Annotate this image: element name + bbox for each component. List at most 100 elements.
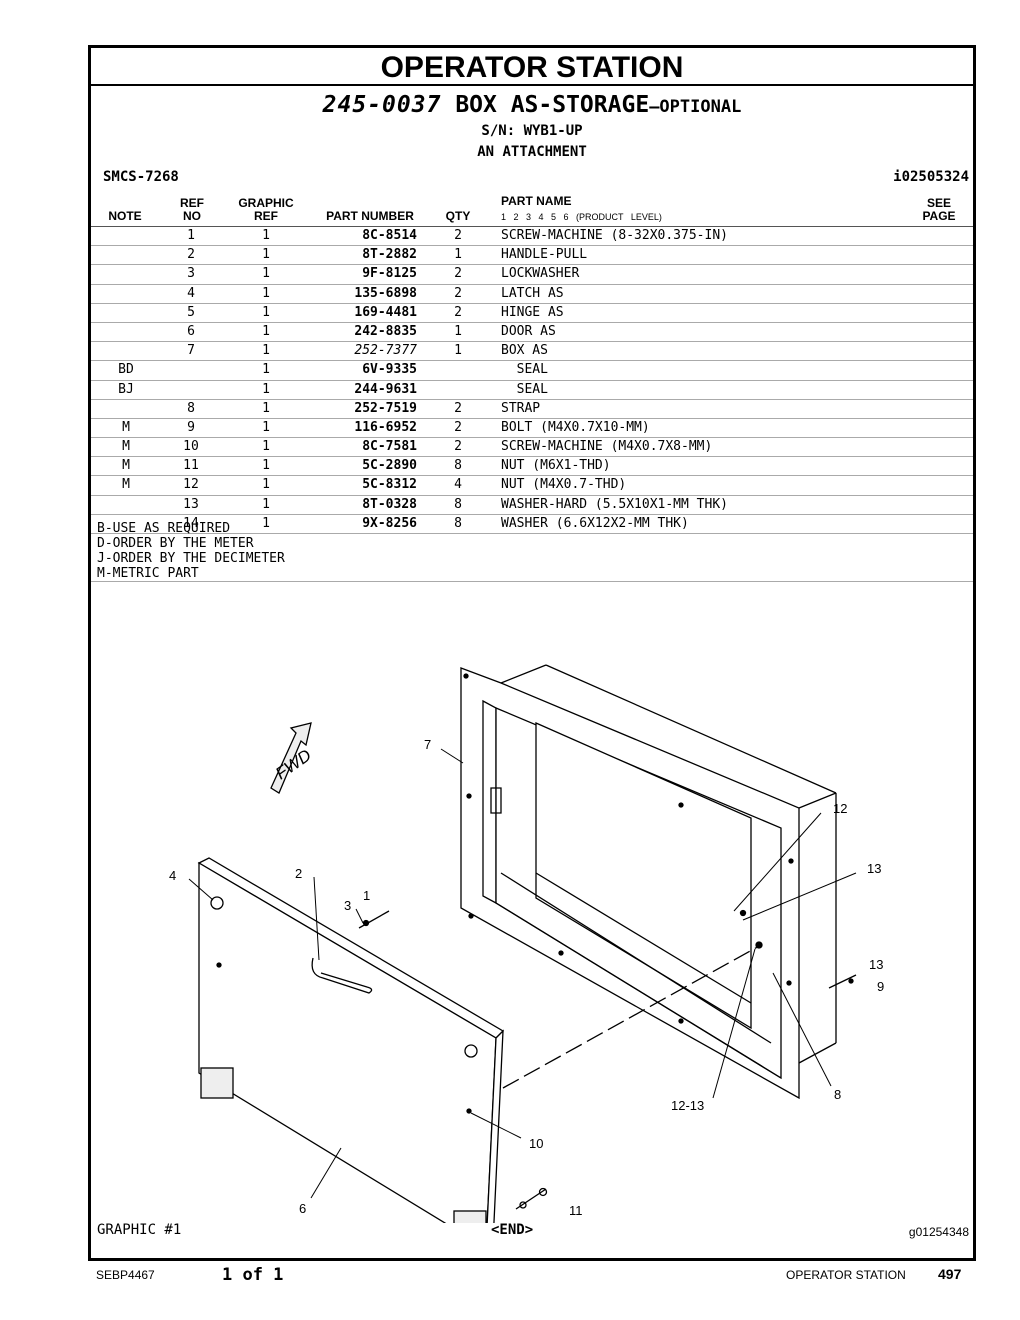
serial-range: S/N: WYB1-UP: [481, 123, 583, 139]
graphic-number: g01254348: [908, 1225, 969, 1239]
page-title: OPERATOR STATION: [91, 48, 973, 86]
row-note: M: [122, 419, 130, 435]
row-graphic-ref: 1: [262, 343, 270, 359]
row-qty: 1: [454, 247, 462, 263]
hardware-drawing: [358, 910, 857, 1210]
row-graphic-ref: 1: [262, 515, 270, 531]
row-part-number: 8C-8514: [362, 228, 417, 243]
row-ref-no: 4: [187, 285, 195, 301]
attachment-label: AN ATTACHMENT: [477, 144, 587, 160]
notes-divider: [91, 581, 973, 582]
callout-13-right: 13: [869, 957, 883, 972]
note-line: B-USE AS REQUIRED: [97, 521, 231, 536]
row-part-name: BOLT (M4X0.7X10-MM): [501, 419, 650, 435]
row-part-number: 244-9631: [354, 381, 417, 397]
row-part-name: WASHER-HARD (5.5X10X1-MM THK): [501, 496, 728, 512]
row-qty: 2: [454, 285, 462, 301]
row-graphic-ref: 1: [262, 304, 270, 320]
col-qty: QTY: [445, 209, 471, 223]
table-row: BD 1 6V-9335 SEAL: [91, 361, 973, 381]
row-note: M: [122, 458, 130, 474]
row-part-name: LATCH AS: [501, 285, 564, 301]
row-ref-no: 6: [187, 323, 195, 339]
row-part-name: SEAL: [501, 381, 548, 397]
row-part-number: 5C-8312: [362, 477, 417, 493]
row-part-number: 8T-0328: [362, 496, 417, 512]
row-ref-no: 2: [187, 247, 195, 263]
row-part-name: SCREW-MACHINE (8-32X0.375-IN): [501, 228, 728, 243]
assembly-part-name: BOX AS-STORAGE: [455, 92, 650, 118]
row-part-name: DOOR AS: [501, 323, 556, 339]
row-qty: 2: [454, 266, 462, 282]
row-graphic-ref: 1: [262, 477, 270, 493]
row-qty: 2: [454, 304, 462, 320]
callout-3: 3: [344, 898, 351, 913]
row-qty: 2: [454, 439, 462, 455]
row-ref-no: 10: [183, 439, 199, 455]
row-part-name: LOCKWASHER: [501, 266, 580, 282]
row-ref-no: 13: [183, 496, 199, 512]
callout-leaders: [188, 748, 857, 1199]
note-line: J-ORDER BY THE DECIMETER: [97, 551, 285, 566]
row-graphic-ref: 1: [262, 228, 270, 243]
col-part-number: PART NUMBER: [326, 209, 414, 223]
row-qty: 8: [454, 458, 462, 474]
row-note: M: [122, 439, 130, 455]
row-part-name: SEAL: [501, 362, 548, 378]
row-ref-no: 5: [187, 304, 195, 320]
footer-page-number: 497: [938, 1266, 962, 1282]
callout-labels: 7 12 13 4 2 1 3 13 9 8 12-13 10 6 11 14 …: [169, 737, 884, 1223]
product-level-legend: 1 2 3 4 5 6 (PRODUCT LEVEL): [501, 212, 662, 222]
row-ref-no: 9: [187, 419, 195, 435]
row-graphic-ref: 1: [262, 362, 270, 378]
end-marker: <END>: [491, 1222, 534, 1238]
row-qty: 4: [454, 477, 462, 493]
callout-11: 11: [569, 1203, 583, 1218]
row-ref-no: 8: [187, 400, 195, 416]
row-graphic-ref: 1: [262, 323, 270, 339]
row-part-number: 6V-9335: [362, 362, 417, 378]
row-graphic-ref: 1: [262, 400, 270, 416]
col-part-name: PART NAME: [501, 194, 572, 208]
callout-8: 8: [834, 1087, 841, 1102]
row-qty: 2: [454, 419, 462, 435]
callout-7: 7: [424, 737, 431, 752]
door-drawing: [197, 857, 505, 1223]
row-qty: 8: [454, 515, 462, 531]
footer-doc-number: SEBP4467: [96, 1268, 155, 1282]
row-part-name: BOX AS: [501, 343, 548, 359]
row-ref-no: 12: [183, 477, 199, 493]
exploded-view-drawing: FWD: [169, 664, 884, 1223]
row-part-number: 135-6898: [354, 285, 417, 301]
row-graphic-ref: 1: [262, 458, 270, 474]
row-graphic-ref: 1: [262, 247, 270, 263]
row-part-number: 8C-7581: [362, 439, 417, 455]
row-part-number: 252-7377: [354, 343, 417, 359]
row-part-number: 252-7519: [354, 400, 417, 416]
row-note: BD: [118, 362, 134, 378]
row-ref-no: 14: [183, 515, 199, 531]
row-qty: 8: [454, 496, 462, 512]
row-qty: 1: [454, 323, 462, 339]
row-graphic-ref: 1: [262, 285, 270, 301]
row-qty: 2: [454, 400, 462, 416]
row-graphic-ref: 1: [262, 439, 270, 455]
row-part-number: 5C-2890: [362, 458, 417, 474]
row-part-name: NUT (M4X0.7-THD): [501, 477, 627, 493]
note-line: D-ORDER BY THE METER: [97, 536, 254, 551]
parts-list: 1 1 8C-8514 2 SCREW-MACHINE (8-32X0.375-IN) 2…: [91, 226, 973, 534]
assembly-title: 245-0037 BOX AS-STORAGE—OPTIONAL: [91, 92, 973, 118]
illustration-id: i02505324: [893, 169, 969, 185]
row-graphic-ref: 1: [262, 266, 270, 282]
